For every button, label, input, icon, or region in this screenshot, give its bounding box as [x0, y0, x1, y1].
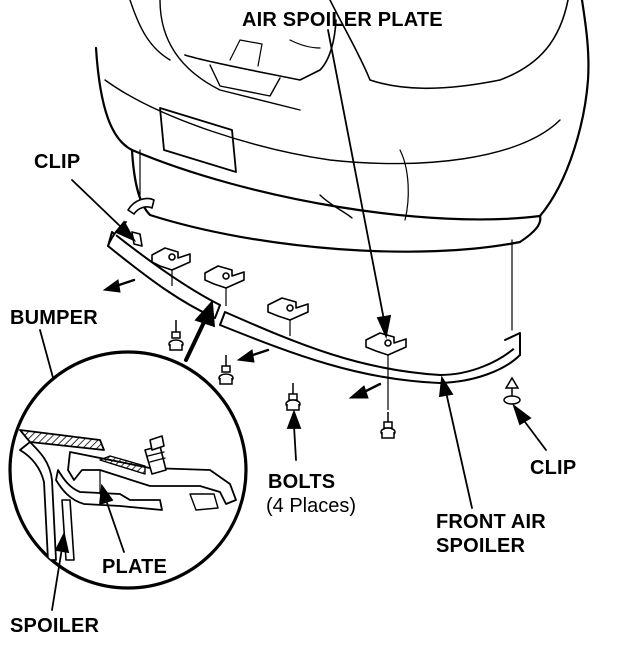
- plate-label: PLATE: [102, 556, 168, 578]
- front-air-spoiler-label-line1: FRONT AIR: [436, 511, 546, 533]
- plate-clip-2: [204, 265, 245, 306]
- plate-clip-3: [267, 297, 309, 336]
- bolt-icon: [285, 383, 301, 411]
- clip-right-label: CLIP: [530, 457, 577, 479]
- arrow-icon: [348, 382, 382, 399]
- air-spoiler-plate-label: AIR SPOILER PLATE: [242, 9, 443, 31]
- bolt-icon: [168, 320, 184, 351]
- front-air-spoiler-label-line2: SPOILER: [436, 535, 526, 557]
- bolt-icon: [218, 355, 234, 385]
- bolt-icon: [380, 412, 396, 439]
- arrow-icon: [236, 348, 270, 363]
- bumper-label: BUMPER: [10, 307, 98, 329]
- clip-left-bracket: [127, 197, 155, 247]
- spoiler-label: SPOILER: [10, 615, 100, 637]
- bolts-label: BOLTS: [268, 471, 336, 493]
- detail-magnifier: [8, 350, 248, 611]
- bolts-places-label: (4 Places): [266, 495, 357, 517]
- front-air-spoiler: [107, 221, 521, 384]
- clip-left-label: CLIP: [34, 151, 81, 173]
- plate-clip-1: [151, 247, 191, 286]
- arrow-icon: [102, 278, 136, 293]
- clip-icon: [503, 376, 521, 405]
